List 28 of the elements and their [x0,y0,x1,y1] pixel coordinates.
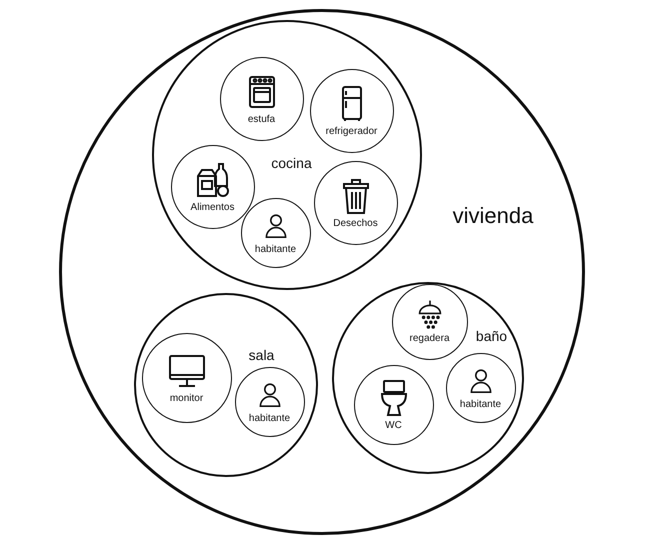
room-circle [152,20,422,290]
room-label: baño [476,328,508,344]
item-circle [354,364,434,444]
item-circle [234,366,304,436]
outer-circle [59,9,585,535]
room-label: cocina [271,154,312,170]
room-circle [134,293,318,477]
item-label: Alimentos [190,202,234,213]
item-circle [310,68,394,152]
item-circle [314,160,398,244]
item-label: estufa [248,114,276,125]
item-circle [392,284,468,360]
item-circle [240,198,310,268]
item-circle [170,144,254,228]
item-label: WC [385,420,402,431]
item-label: habitante [460,399,502,410]
item-label: Desechos [333,218,378,229]
room-label: sala [248,346,274,362]
item-label: refrigerador [326,126,378,137]
item-label: monitor [170,393,204,404]
room-circle [332,282,524,474]
item-circle [446,352,516,422]
item-circle [142,332,232,422]
item-circle [220,56,304,140]
item-label: habitante [248,413,290,424]
item-label: habitante [254,244,296,255]
diagram-heading: vivienda [452,203,534,229]
item-label: regadera [409,333,450,344]
